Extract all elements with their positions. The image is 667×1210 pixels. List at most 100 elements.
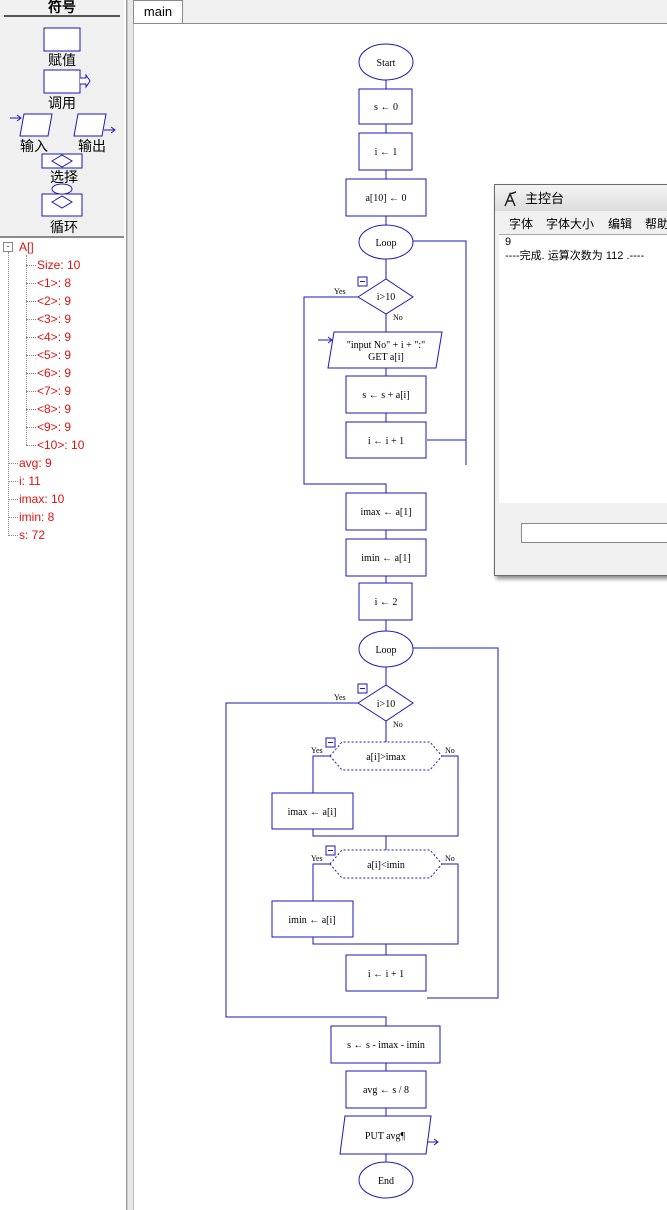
flowchart: Start s ← 0 i ← 1 a[10] ← 0 Loop i>10 "i…: [225, 43, 499, 1199]
imax-init-node[interactable]: [345, 492, 427, 531]
console-titlebar[interactable]: 主控台: [495, 185, 667, 211]
end-text: End: [378, 1176, 394, 1187]
avg-calc-text: avg ← s / 8: [363, 1085, 409, 1096]
console-line-1: 9: [505, 236, 512, 248]
s-calc-text: s ← s - imax - imin: [347, 1040, 425, 1051]
menu-help[interactable]: 帮助: [645, 217, 667, 231]
cond-max-node[interactable]: [329, 741, 443, 771]
loop2-text: Loop: [375, 645, 396, 656]
menu-font[interactable]: 字体: [509, 217, 534, 231]
loop1-text: Loop: [375, 238, 396, 249]
tree-var[interactable]: imax: 10: [19, 492, 65, 506]
console-line-2: ----完成. 运算次数为 112 .----: [505, 250, 645, 262]
output-symbol-icon[interactable]: [73, 113, 116, 137]
tree-item[interactable]: <1>: 8: [37, 276, 72, 290]
cond-min-text: a[i]<imin: [367, 860, 405, 871]
loop1-node[interactable]: [358, 224, 414, 260]
tree-item[interactable]: <3>: 9: [37, 312, 72, 326]
cond2-text: i>10: [377, 699, 395, 710]
tab-bar: main: [133, 0, 667, 24]
i-two-text: i ← 2: [375, 597, 398, 608]
cond2-yes: Yes: [334, 693, 346, 702]
tree-item[interactable]: <4>: 9: [37, 330, 72, 344]
cond-min-no: No: [445, 854, 455, 863]
tree-item[interactable]: <8>: 9: [37, 402, 72, 416]
palette-symbols: [10, 27, 116, 217]
imax-init-text: imax ← a[1]: [360, 507, 411, 518]
i-init-node[interactable]: [358, 132, 413, 171]
call-symbol-icon[interactable]: [43, 69, 91, 94]
s-init-text: s ← 0: [374, 102, 398, 113]
tree-var[interactable]: avg: 9: [19, 456, 52, 470]
set-max-node[interactable]: [271, 792, 354, 830]
output-label: 输出: [78, 138, 106, 154]
console-input[interactable]: [521, 523, 667, 543]
cond-min-yes: Yes: [311, 854, 323, 863]
inc2-text: i ← i + 1: [368, 969, 404, 980]
tree-var[interactable]: s: 72: [19, 528, 46, 542]
select-symbol-icon[interactable]: [41, 153, 83, 169]
cond1-node[interactable]: [357, 278, 414, 315]
left-panel: 符号: [0, 0, 127, 1210]
tree-item[interactable]: <6>: 9: [37, 366, 72, 380]
avg-calc-node[interactable]: [345, 1070, 427, 1109]
cond-max-text: a[i]>imax: [366, 752, 406, 763]
i-init-text: i ← 1: [375, 147, 398, 158]
tree-item[interactable]: <9>: 9: [37, 420, 72, 434]
imin-init-node[interactable]: [345, 538, 427, 577]
console-app-icon: [504, 191, 517, 207]
start-node[interactable]: [358, 43, 414, 81]
console-window: 主控台 字体 字体大小 编辑 帮助 9 ----完成. 运算次数为 112 .-…: [494, 184, 667, 576]
inc2-node[interactable]: [345, 954, 427, 992]
s-calc-node[interactable]: [330, 1025, 441, 1064]
tree-item[interactable]: <10>: 10: [37, 438, 85, 452]
menu-edit[interactable]: 编辑: [608, 217, 633, 231]
call-label: 调用: [48, 95, 76, 111]
console-menubar: 字体 字体大小 编辑 帮助: [499, 214, 667, 234]
set-max-text: imax ← a[i]: [288, 807, 337, 818]
tree-expander[interactable]: -: [3, 242, 13, 252]
sum-node[interactable]: [345, 375, 427, 414]
loop-symbol-icon[interactable]: [41, 183, 83, 217]
palette-title: 符号: [4, 0, 120, 17]
cond1-text: i>10: [377, 292, 395, 303]
start-text: Start: [377, 58, 396, 69]
put-text: PUT avg¶: [365, 1131, 406, 1142]
tab-main[interactable]: main: [133, 0, 183, 23]
cond1-yes: Yes: [334, 287, 346, 296]
tree-var[interactable]: i: 11: [19, 474, 41, 488]
set-min-node[interactable]: [271, 900, 354, 938]
cond2-node[interactable]: [357, 684, 414, 722]
console-output: 9 ----完成. 运算次数为 112 .----: [499, 234, 667, 503]
tree-root[interactable]: A[]: [19, 240, 34, 254]
input-symbol-icon[interactable]: [10, 113, 53, 137]
set-min-text: imin ← a[i]: [288, 915, 335, 926]
array-init-text: a[10] ← 0: [365, 193, 406, 204]
console-title: 主控台: [525, 191, 565, 206]
tree-item[interactable]: <7>: 9: [37, 384, 72, 398]
i-two-node[interactable]: [358, 582, 413, 621]
end-node[interactable]: [358, 1161, 414, 1199]
assign-label: 赋值: [48, 52, 76, 68]
cond1-no: No: [393, 313, 403, 322]
tree-item[interactable]: <2>: 9: [37, 294, 72, 308]
tree-item[interactable]: <5>: 9: [37, 348, 72, 362]
tree-item[interactable]: Size: 10: [37, 258, 81, 272]
loop-label: 循环: [50, 219, 78, 235]
input-label: 输入: [20, 138, 48, 154]
select-label: 选择: [50, 169, 78, 185]
s-init-node[interactable]: [358, 88, 413, 125]
tree-var[interactable]: imin: 8: [19, 510, 55, 524]
assign-symbol-icon[interactable]: [43, 27, 81, 52]
array-init-node[interactable]: [345, 178, 427, 217]
put-node[interactable]: [339, 1115, 432, 1155]
input-line2: GET a[i]: [368, 352, 404, 363]
symbol-palette: 符号: [0, 0, 124, 238]
input-node[interactable]: [327, 331, 443, 369]
inc1-node[interactable]: [345, 421, 427, 459]
inc1-text: i ← i + 1: [368, 436, 404, 447]
cond-min-node[interactable]: [329, 849, 443, 879]
cond-max-yes: Yes: [311, 746, 323, 755]
menu-font-size[interactable]: 字体大小: [546, 217, 595, 231]
loop2-node[interactable]: [358, 630, 414, 668]
